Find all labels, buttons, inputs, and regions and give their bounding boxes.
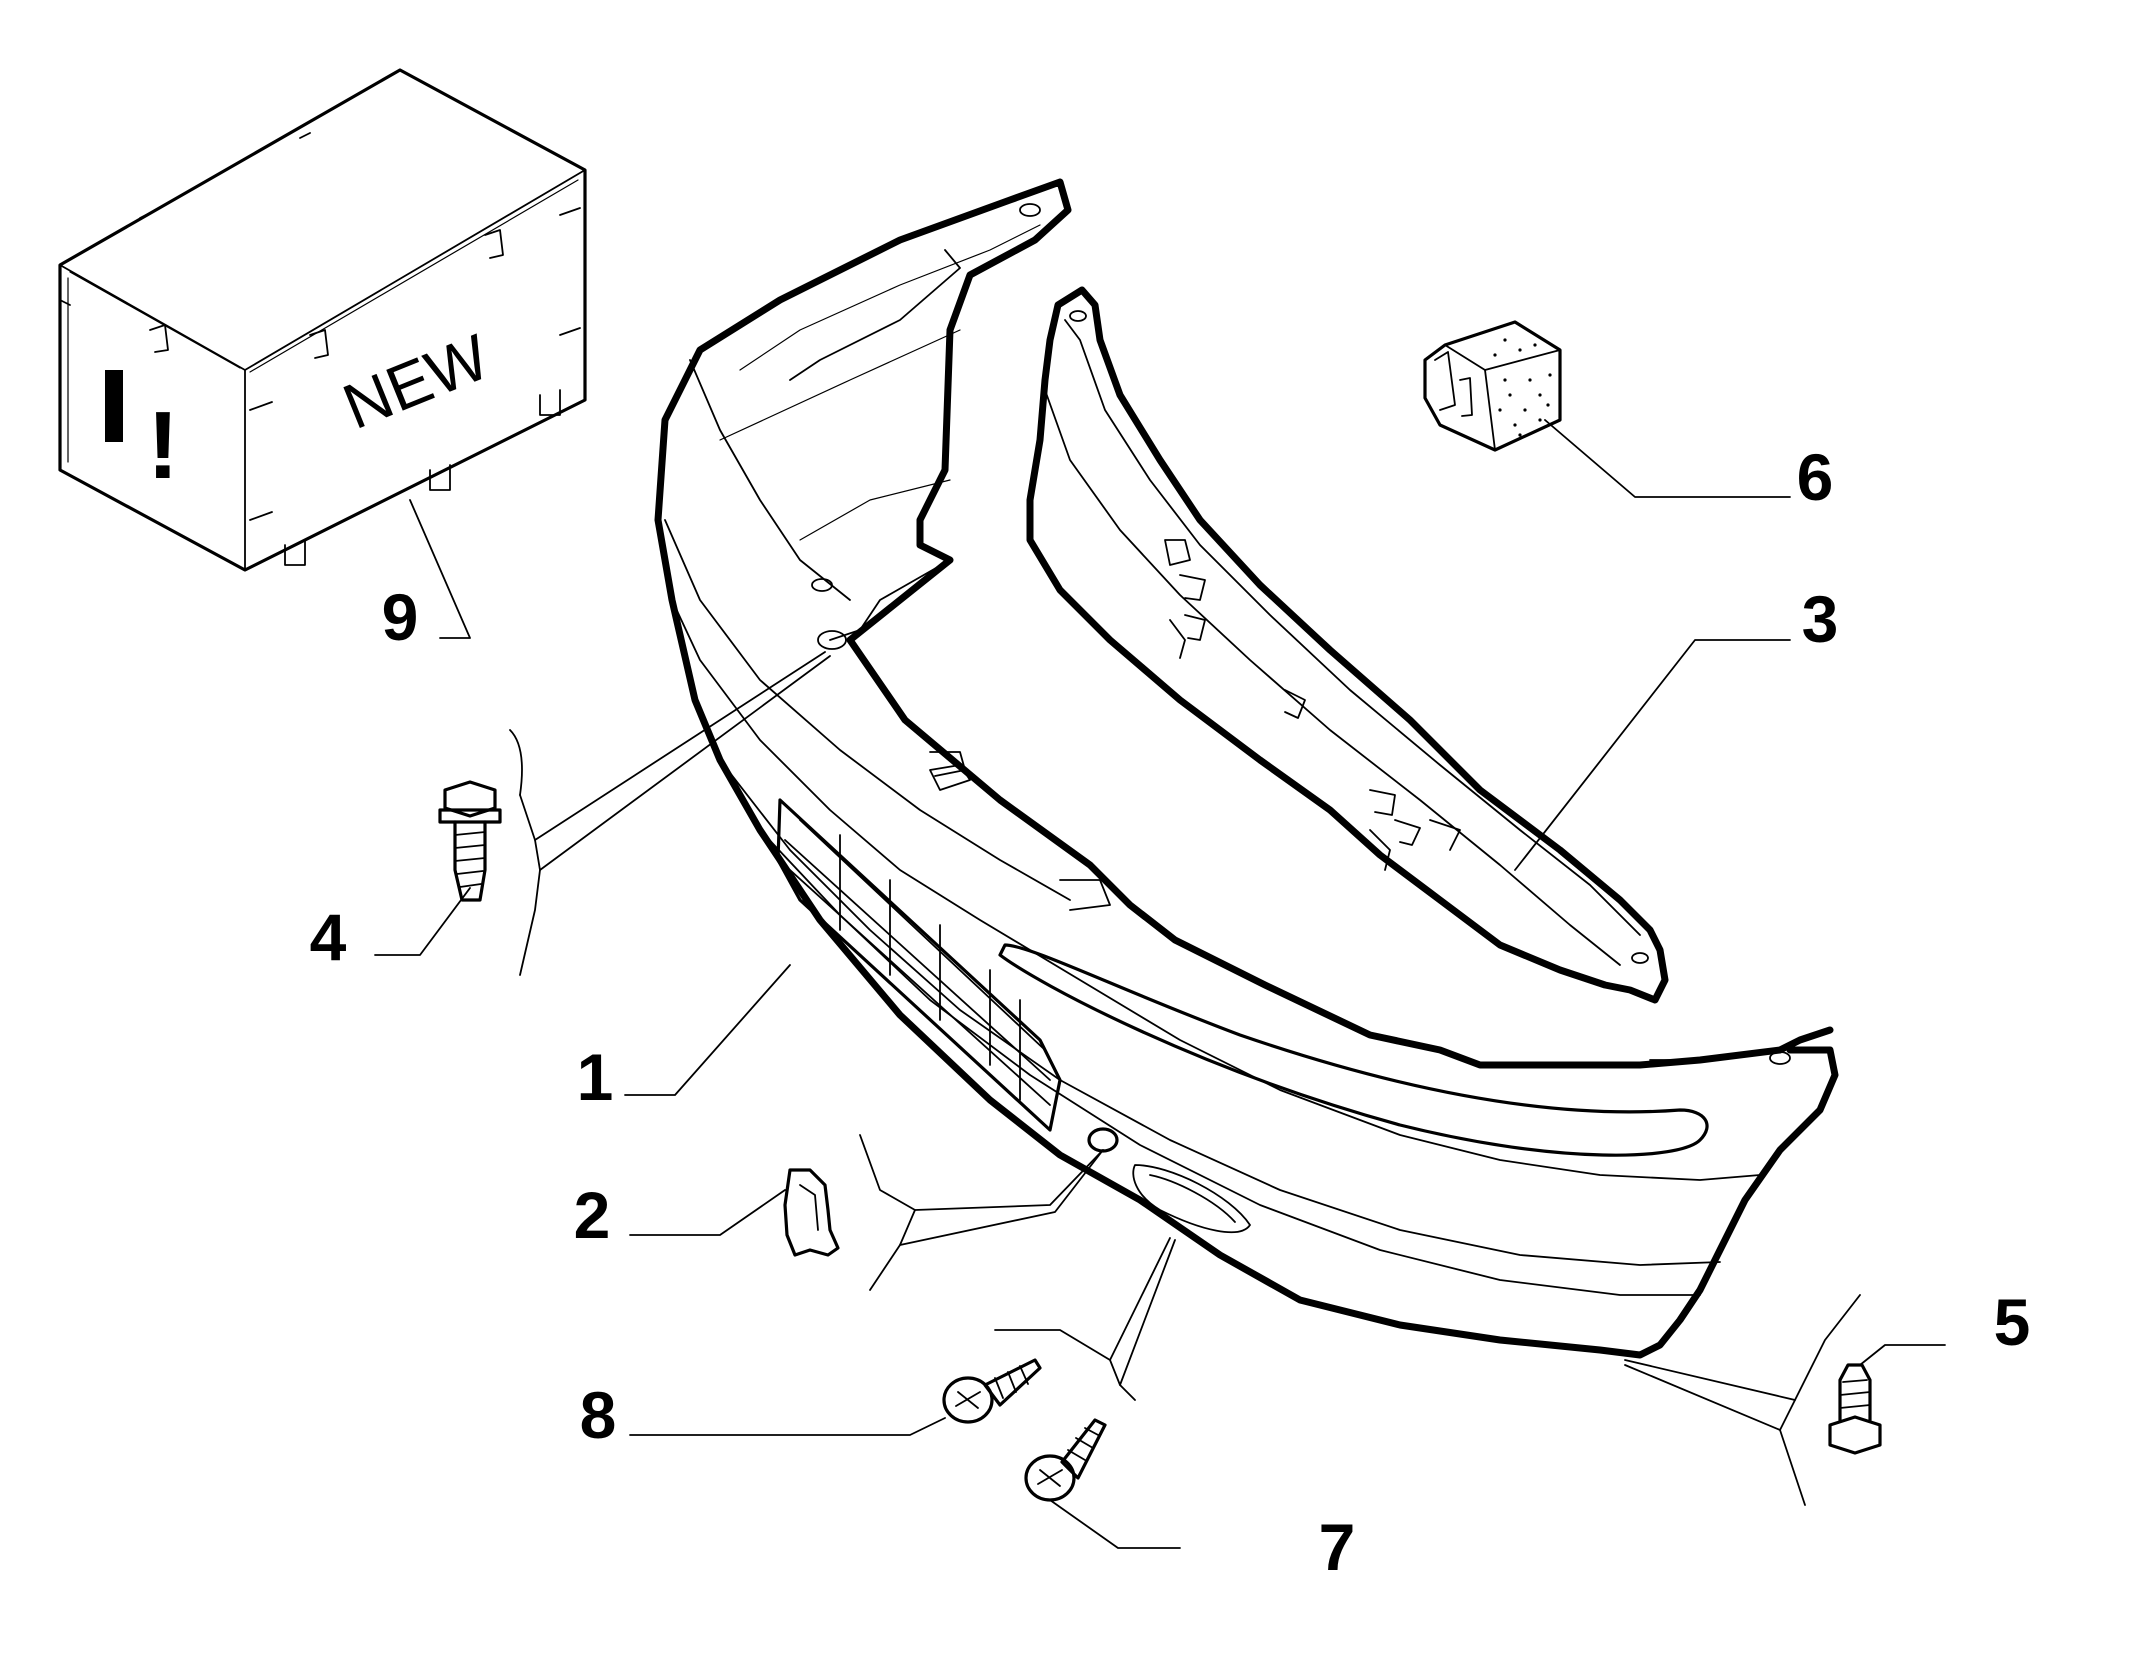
small-bolt [1828,1363,1882,1455]
screw-8 [942,1358,1042,1424]
bumper-reinforcement [1026,286,1669,1004]
new-parts-box: ! NEW [58,68,587,572]
callout-8: 8 [580,1378,617,1452]
screw-7 [1024,1418,1107,1502]
bumper-cover [654,178,1839,1359]
bumper-grille [776,798,1062,1132]
callout-3: 3 [1802,582,1839,656]
callout-labels: 9 6 3 4 1 2 8 7 5 [310,440,2031,1584]
callout-9: 9 [382,580,419,654]
callout-4: 4 [310,900,347,974]
flange-bolt [438,780,502,902]
foam-pad [1423,320,1562,452]
tow-hook-cover [783,1168,840,1257]
box-exclamation: ! [147,392,179,499]
box-new-label: NEW [333,320,499,443]
callout-1: 1 [577,1040,614,1114]
callout-6: 6 [1797,440,1834,514]
leader-lines [374,419,1946,1549]
callout-5: 5 [1994,1285,2031,1359]
callout-2: 2 [574,1178,611,1252]
callout-7: 7 [1319,1510,1356,1584]
box-symbol-bar [105,370,123,442]
